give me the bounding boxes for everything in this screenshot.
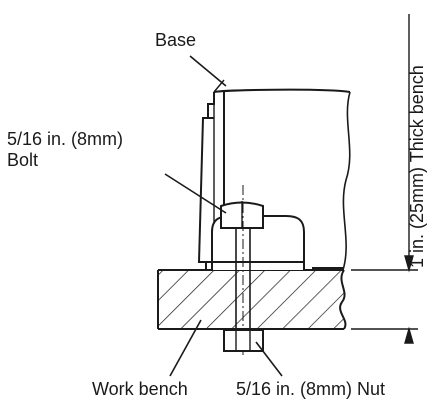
bench-thickness-label: 1 in. (25mm) Thick bench [407,65,427,268]
bolt-label: 5/16 in. (8mm) Bolt [7,129,123,171]
base-label: Base [155,30,197,50]
bolt-label-line1: 5/16 in. (8mm) [7,129,124,149]
nut [223,329,264,352]
bolt [220,185,264,355]
work-bench-label: Work bench [92,379,188,399]
work-bench-section [157,269,347,330]
bolt-boss [211,215,305,270]
leader-lines [164,55,283,377]
bolt-label-line2: Bolt [7,150,39,170]
thickness-dimension [351,14,418,344]
nut-label: 5/16 in. (8mm) Nut [236,379,386,399]
